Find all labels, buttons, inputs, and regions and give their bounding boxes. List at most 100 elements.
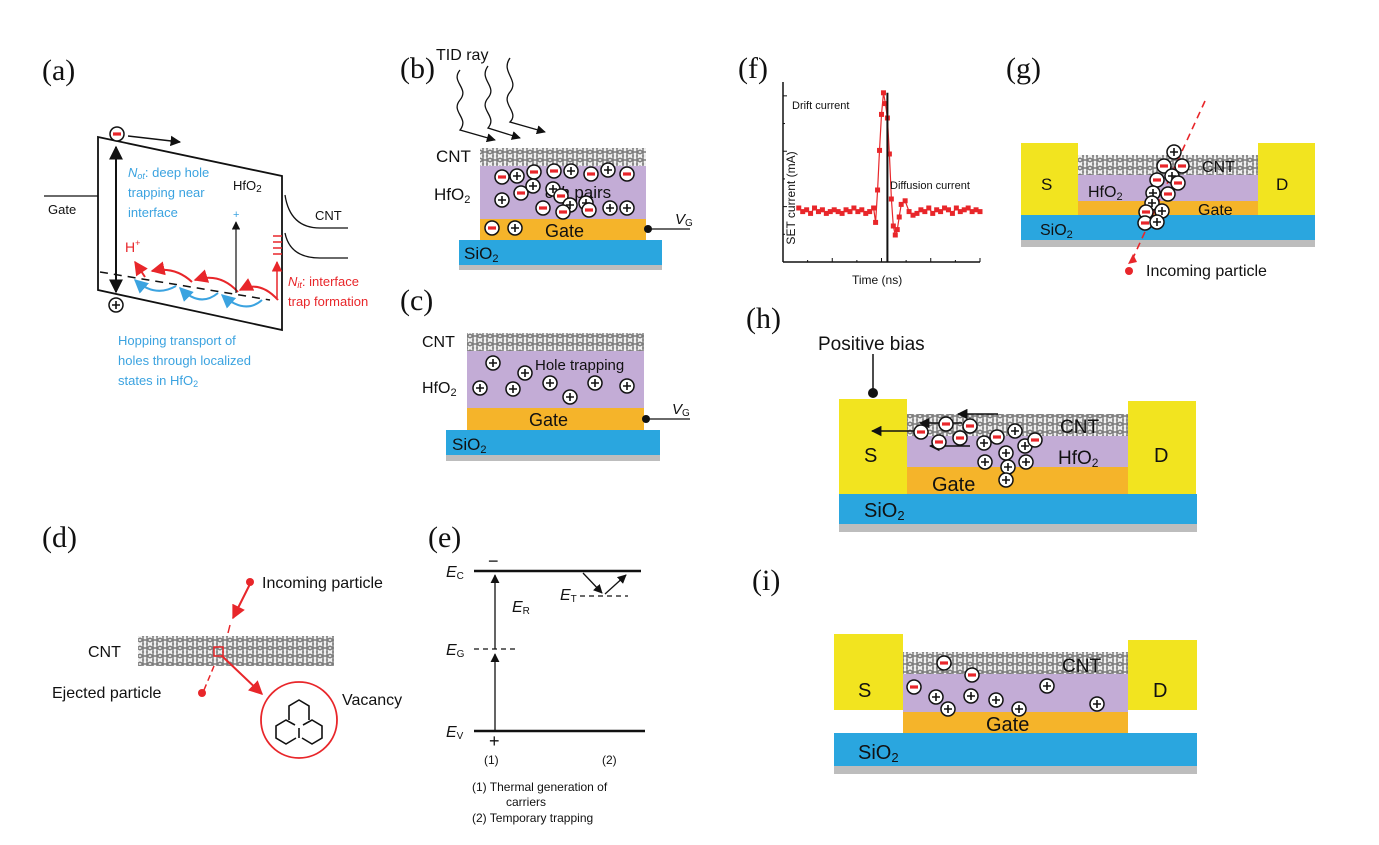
substrate-layer xyxy=(459,265,662,270)
data-point xyxy=(871,205,877,211)
cnt-label: CNT xyxy=(436,147,471,166)
not-text-2: trapping near xyxy=(128,185,205,200)
data-point xyxy=(902,198,908,204)
electron-icon xyxy=(913,424,929,440)
localized-states-line xyxy=(99,271,271,301)
panel-label-d: (d) xyxy=(42,521,77,554)
data-point xyxy=(957,209,963,215)
cnt-tube xyxy=(138,636,334,666)
vacancy-label: Vacancy xyxy=(342,692,402,709)
data-point xyxy=(926,205,932,211)
electron-minus: − xyxy=(488,551,499,571)
electron-icon xyxy=(931,434,947,450)
positive-bias-label: Positive bias xyxy=(818,334,925,355)
hole-icon xyxy=(509,168,525,184)
source-label: S xyxy=(864,445,877,467)
hole-icon xyxy=(517,365,533,381)
data-point xyxy=(859,207,865,213)
data-point xyxy=(882,101,888,107)
cnt-layer xyxy=(903,652,1128,674)
hole-icon xyxy=(998,472,1014,488)
mechanism-2-label: (2) xyxy=(602,753,617,767)
ev-label: EV xyxy=(446,724,464,742)
data-point xyxy=(839,210,845,216)
panel-b: (b) TID ray CNT HfO2 e-h pairs Gate SiO2… xyxy=(400,47,693,270)
electron-icon xyxy=(989,429,1005,445)
panel-f: (f) Time (ns) SET current (mA) Drift cur… xyxy=(738,52,983,287)
ec-label: EC xyxy=(446,564,464,582)
data-point xyxy=(827,209,833,215)
hole-icon xyxy=(562,389,578,405)
drain-contact xyxy=(1128,640,1197,710)
gate-label: Gate xyxy=(932,474,975,496)
data-point xyxy=(867,209,873,215)
panel-label-c: (c) xyxy=(400,284,433,317)
nit-text-2: trap formation xyxy=(288,294,368,309)
legend-2: (2) Temporary trapping xyxy=(472,811,593,825)
particle-track xyxy=(227,624,231,634)
substrate-layer xyxy=(446,455,660,461)
hole-icon xyxy=(998,445,1014,461)
trap-capture-arrow xyxy=(582,572,603,594)
data-point xyxy=(851,205,857,211)
vacancy-marker xyxy=(213,646,224,657)
hfo2-label: HfO2 xyxy=(434,185,470,206)
incoming-particle-dot xyxy=(1125,267,1133,275)
data-point xyxy=(922,209,928,215)
hole-icon xyxy=(619,200,635,216)
hfo2-label: HfO2 xyxy=(1088,184,1123,203)
electron-icon xyxy=(484,220,500,236)
annotation-drift: Drift current xyxy=(792,100,849,112)
data-point xyxy=(855,209,861,215)
sio2-layer xyxy=(839,494,1197,524)
electron-icon xyxy=(1149,172,1165,188)
data-point xyxy=(823,210,829,216)
cnt-label: CNT xyxy=(1062,656,1101,677)
source-contact xyxy=(834,634,903,710)
hop-text-2: holes through localized xyxy=(118,353,251,368)
electron-icon xyxy=(962,418,978,434)
panel-d: (d) Incoming particle CNT Ejected partic… xyxy=(42,521,402,759)
hole-icon xyxy=(542,375,558,391)
ejected-particle-dot xyxy=(198,689,206,697)
electron-icon xyxy=(906,679,922,695)
ejected-particle-label: Ejected particle xyxy=(52,685,161,702)
cnt-label: CNT xyxy=(88,644,121,661)
data-point xyxy=(835,209,841,215)
sio2-label: SiO2 xyxy=(1040,222,1073,241)
electron-icon xyxy=(952,430,968,446)
cnt-label: CNT xyxy=(315,208,342,223)
drain-contact xyxy=(1128,401,1196,494)
panel-g: (g) S D CNT HfO2 Gate SiO2 Incoming part… xyxy=(1006,52,1315,280)
sio2-layer xyxy=(834,733,1197,766)
hole-icon xyxy=(1007,423,1023,439)
data-point xyxy=(877,147,883,153)
not-text-3: interface xyxy=(128,205,178,220)
small-plus: + xyxy=(233,209,239,221)
gate-layer xyxy=(903,712,1128,733)
chart-xlabel: Time (ns) xyxy=(852,273,902,287)
not-text-1: Not: deep hole xyxy=(128,165,209,181)
data-point xyxy=(896,214,902,220)
hfo2-band-outline xyxy=(97,135,283,332)
data-point xyxy=(977,209,983,215)
data-point xyxy=(843,207,849,213)
red-hop-arrow-3 xyxy=(150,261,193,283)
panel-label-h: (h) xyxy=(746,302,781,335)
panel-e: (e) EC EG EV ER ET − + (1) (2) (1) Therm… xyxy=(428,521,645,825)
hole-icon xyxy=(963,688,979,704)
electron-icon xyxy=(1027,432,1043,448)
cnt-label: CNT xyxy=(1060,417,1099,438)
data-point xyxy=(894,227,900,233)
incoming-particle-arrow xyxy=(232,583,251,620)
data-point xyxy=(808,210,814,216)
electron-icon xyxy=(109,126,125,142)
data-point xyxy=(886,151,892,157)
legend-1b: carriers xyxy=(506,795,546,809)
data-point xyxy=(847,209,853,215)
substrate-layer xyxy=(1021,240,1315,247)
vacancy-circle xyxy=(260,681,338,759)
gate-label: Gate xyxy=(529,410,568,430)
hole-icon xyxy=(1089,696,1105,712)
hole-icon xyxy=(563,163,579,179)
